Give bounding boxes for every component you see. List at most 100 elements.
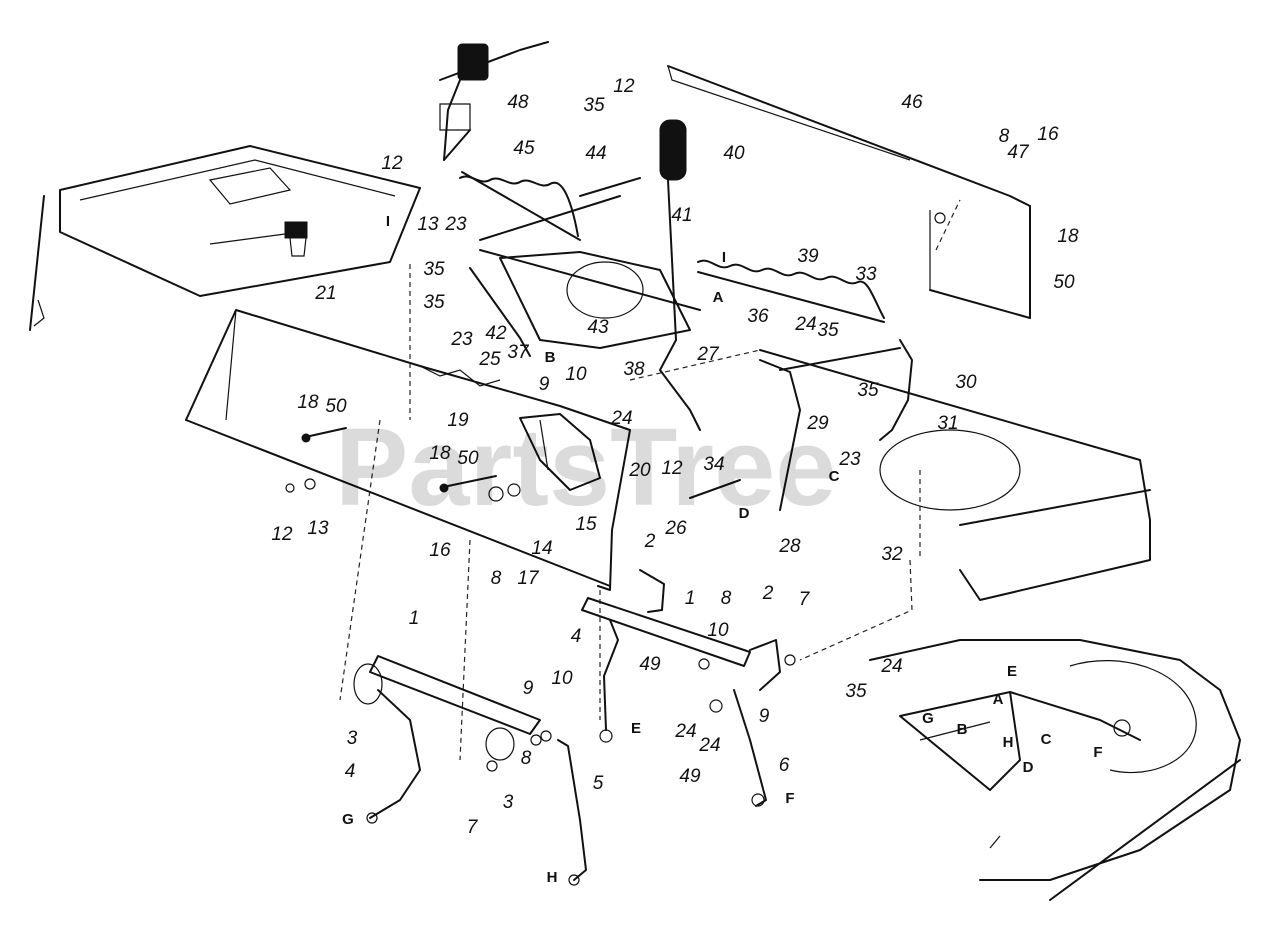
- callout-number-23: 23: [450, 329, 473, 350]
- callout-number-24: 24: [610, 408, 632, 429]
- callout-number-18: 18: [297, 392, 319, 413]
- callout-number-50: 50: [1053, 272, 1075, 293]
- callout-number-9: 9: [759, 706, 770, 727]
- callout-number-21: 21: [314, 283, 336, 304]
- callout-number-37: 37: [507, 342, 530, 363]
- lift-lever-40-41: [659, 119, 701, 431]
- bracket-37-43: [469, 249, 701, 357]
- callout-number-7: 7: [467, 817, 479, 838]
- shield-21: [185, 309, 631, 591]
- callout-number-26: 26: [664, 518, 687, 539]
- callout-number-49: 49: [679, 766, 701, 787]
- callout-number-9: 9: [523, 678, 534, 699]
- callout-number-8: 8: [491, 568, 502, 589]
- plate-46: [667, 65, 1031, 319]
- callout-number-8: 8: [999, 126, 1010, 147]
- callout-number-4: 4: [345, 761, 356, 782]
- connection-letter-G: G: [922, 710, 934, 727]
- spring-39: [697, 259, 885, 323]
- callout-number-3: 3: [347, 728, 358, 749]
- callout-number-50: 50: [325, 396, 347, 417]
- callout-number-36: 36: [747, 306, 769, 327]
- mower-deck: [869, 639, 1241, 901]
- callout-number-12: 12: [271, 524, 293, 545]
- center-linkage: [581, 569, 796, 807]
- callout-number-35: 35: [423, 259, 445, 280]
- callout-number-13: 13: [417, 214, 439, 235]
- watermark-text: PartsTree: [335, 406, 836, 529]
- connection-letter-D: D: [1023, 759, 1034, 776]
- connection-letter-C: C: [1041, 731, 1052, 748]
- tractor-frame: [629, 349, 1151, 601]
- callout-number-48: 48: [507, 92, 529, 113]
- dashed-guides: [339, 199, 961, 761]
- connection-letter-H: H: [547, 869, 558, 886]
- callout-number-47: 47: [1007, 142, 1030, 163]
- callout-number-2: 2: [644, 531, 656, 552]
- callout-number-15: 15: [575, 514, 597, 535]
- callout-number-43: 43: [587, 317, 609, 338]
- throttle-control: [439, 41, 549, 161]
- callout-number-35: 35: [857, 380, 879, 401]
- callout-number-12: 12: [661, 458, 683, 479]
- connection-letter-A: A: [993, 691, 1004, 708]
- callout-number-39: 39: [797, 246, 819, 267]
- callout-number-8: 8: [721, 588, 732, 609]
- callout-number-34: 34: [703, 454, 724, 475]
- callout-number-50: 50: [457, 448, 479, 469]
- connection-letter-E: E: [1007, 663, 1017, 680]
- callout-number-13: 13: [307, 518, 329, 539]
- connection-letter-F: F: [785, 790, 794, 807]
- callout-number-16: 16: [1037, 124, 1059, 145]
- callout-number-10: 10: [551, 668, 573, 689]
- callout-number-3: 3: [503, 792, 514, 813]
- callout-number-18: 18: [429, 443, 451, 464]
- connection-letter-E: E: [631, 720, 641, 737]
- callout-number-23: 23: [444, 214, 467, 235]
- callout-number-16: 16: [429, 540, 451, 561]
- callout-number-20: 20: [628, 460, 651, 481]
- callout-number-32: 32: [881, 544, 903, 565]
- callout-number-24: 24: [674, 721, 696, 742]
- callout-number-33: 33: [855, 264, 877, 285]
- callout-number-14: 14: [531, 538, 552, 559]
- callout-number-10: 10: [565, 364, 587, 385]
- callout-number-35: 35: [845, 681, 867, 702]
- callout-number-35: 35: [817, 320, 839, 341]
- dash-panel: [29, 145, 421, 331]
- connection-letter-I: I: [386, 213, 390, 230]
- callout-number-1: 1: [685, 588, 696, 609]
- callout-number-24: 24: [794, 314, 816, 335]
- callout-number-9: 9: [539, 374, 550, 395]
- spring-45: [459, 171, 641, 241]
- lower-left-linkage: [353, 655, 552, 824]
- callout-number-41: 41: [671, 205, 692, 226]
- callout-number-46: 46: [901, 92, 923, 113]
- rod-5: [557, 739, 587, 886]
- callout-number-23: 23: [838, 449, 861, 470]
- callout-number-10: 10: [707, 620, 729, 641]
- sector-20: [519, 413, 601, 491]
- callout-number-28: 28: [778, 536, 801, 557]
- lift-arm-30: [759, 339, 913, 511]
- callout-number-24: 24: [880, 656, 902, 677]
- connection-letter-D: D: [739, 505, 750, 522]
- callout-number-31: 31: [937, 413, 958, 434]
- callout-number-30: 30: [955, 372, 977, 393]
- callout-number-24: 24: [698, 735, 720, 756]
- callout-number-18: 18: [1057, 226, 1079, 247]
- callout-number-25: 25: [478, 349, 501, 370]
- callout-number-35: 35: [423, 292, 445, 313]
- callout-number-1: 1: [409, 608, 420, 629]
- callout-number-38: 38: [623, 359, 645, 380]
- callout-number-5: 5: [593, 773, 604, 794]
- callout-number-2: 2: [762, 583, 774, 604]
- callout-number-45: 45: [513, 138, 535, 159]
- callout-number-40: 40: [723, 143, 745, 164]
- callout-number-17: 17: [517, 568, 540, 589]
- callout-number-44: 44: [585, 143, 606, 164]
